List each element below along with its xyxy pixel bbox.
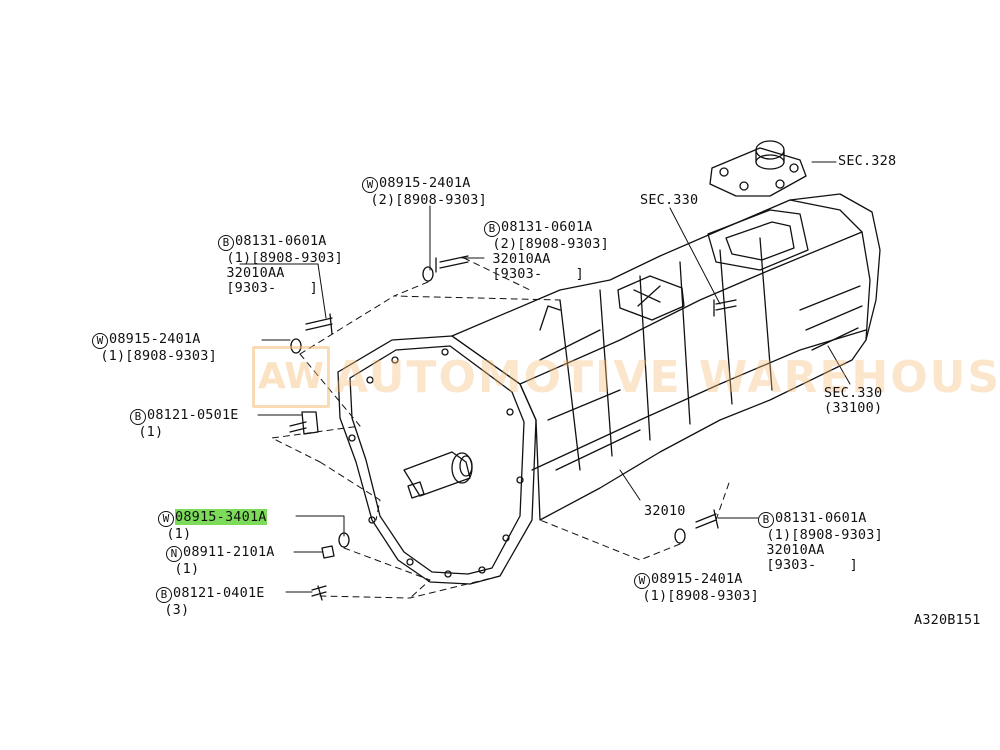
part-number: 08121-0401E — [173, 585, 265, 601]
bolt-top — [435, 255, 469, 273]
watermark-logo: AW — [252, 346, 330, 408]
part-number: 08131-0601A — [775, 510, 867, 526]
bolt-symbol-icon: B — [156, 587, 172, 603]
highlighted-part-number[interactable]: 08915-3401A — [175, 509, 267, 525]
callout-qty: (1) — [174, 561, 200, 577]
callout-qty: (2)[8908-9303] — [492, 236, 609, 252]
callout-date: [9303- ] — [226, 280, 318, 296]
diagram-id: A320B151 — [914, 612, 981, 628]
section-ref-328: SEC.328 — [838, 153, 897, 169]
nut-symbol-icon: N — [166, 546, 182, 562]
part-number: 08131-0601A — [235, 233, 327, 249]
callout-qty: (1)[8908-9303] — [766, 527, 883, 543]
part-number: 08915-2401A — [651, 571, 743, 587]
part-number: 08911-2101A — [183, 544, 275, 560]
washer-symbol-icon: W — [362, 177, 378, 193]
watermark-text: AUTOMOTIVE WAREHOUSE — [334, 352, 1000, 403]
part-number: 08915-2401A — [109, 331, 201, 347]
callout-ref: 32010AA — [226, 265, 285, 281]
bolt-symbol-icon: B — [218, 235, 234, 251]
bolt-symbol-icon: B — [130, 409, 146, 425]
washer-symbol-icon: W — [92, 333, 108, 349]
callout-qty: (1) — [166, 526, 192, 542]
callout-qty: (1)[8908-9303] — [100, 348, 217, 364]
callout-ref: 32010AA — [766, 542, 825, 558]
washer-symbol-icon: W — [634, 573, 650, 589]
part-ref-32010: 32010 — [644, 503, 686, 519]
callout-qty: (2)[8908-9303] — [370, 192, 487, 208]
section-text: SEC.330 — [824, 385, 883, 401]
callout-qty: (1)[8908-9303] — [226, 250, 343, 266]
callout-ref: 32010AA — [492, 251, 551, 267]
callout-date: [9303- ] — [766, 557, 858, 573]
section-ref-330-right: SEC.330 (33100) — [824, 386, 882, 416]
bolt-symbol-icon: B — [484, 221, 500, 237]
section-sub: (33100) — [824, 400, 883, 416]
sec328-cover — [709, 147, 807, 197]
washer-symbol-icon: W — [158, 511, 174, 527]
bolt-symbol-icon: B — [758, 512, 774, 528]
callout-qty: (1) — [138, 424, 164, 440]
shift-cover — [707, 209, 809, 271]
part-number: 08121-0501E — [147, 407, 239, 423]
part-number: 08131-0601A — [501, 219, 593, 235]
callout-date: [9303- ] — [492, 266, 584, 282]
section-ref-330-top: SEC.330 — [640, 192, 699, 208]
callout-qty: (3) — [164, 602, 190, 618]
input-shaft — [403, 451, 471, 497]
part-number: 08915-2401A — [379, 175, 471, 191]
callout-qty: (1)[8908-9303] — [642, 588, 759, 604]
